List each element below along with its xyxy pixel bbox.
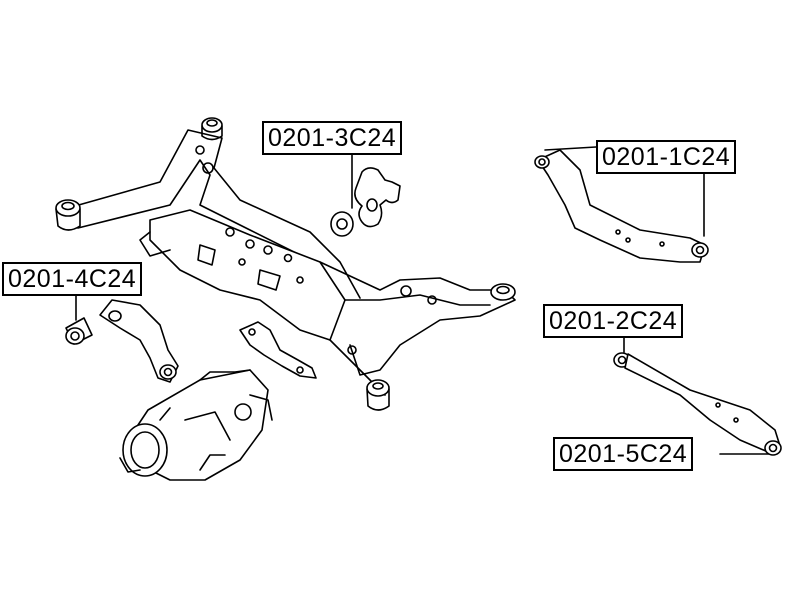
bushing-4c24 xyxy=(65,289,179,383)
part-label-0201-5c24: 0201-5C24 xyxy=(553,437,694,471)
bushing-3c24 xyxy=(330,153,401,237)
center-bracket xyxy=(239,321,317,379)
rear-subframe xyxy=(55,117,516,411)
arm-2c24 xyxy=(613,333,782,456)
arm-1c24 xyxy=(534,146,709,263)
part-label-0201-4c24: 0201-4C24 xyxy=(2,262,143,296)
part-label-0201-1c24: 0201-1C24 xyxy=(596,140,737,174)
part-label-0201-3c24: 0201-3C24 xyxy=(262,121,403,155)
part-label-0201-2c24: 0201-2C24 xyxy=(543,304,684,338)
differential xyxy=(119,369,273,481)
